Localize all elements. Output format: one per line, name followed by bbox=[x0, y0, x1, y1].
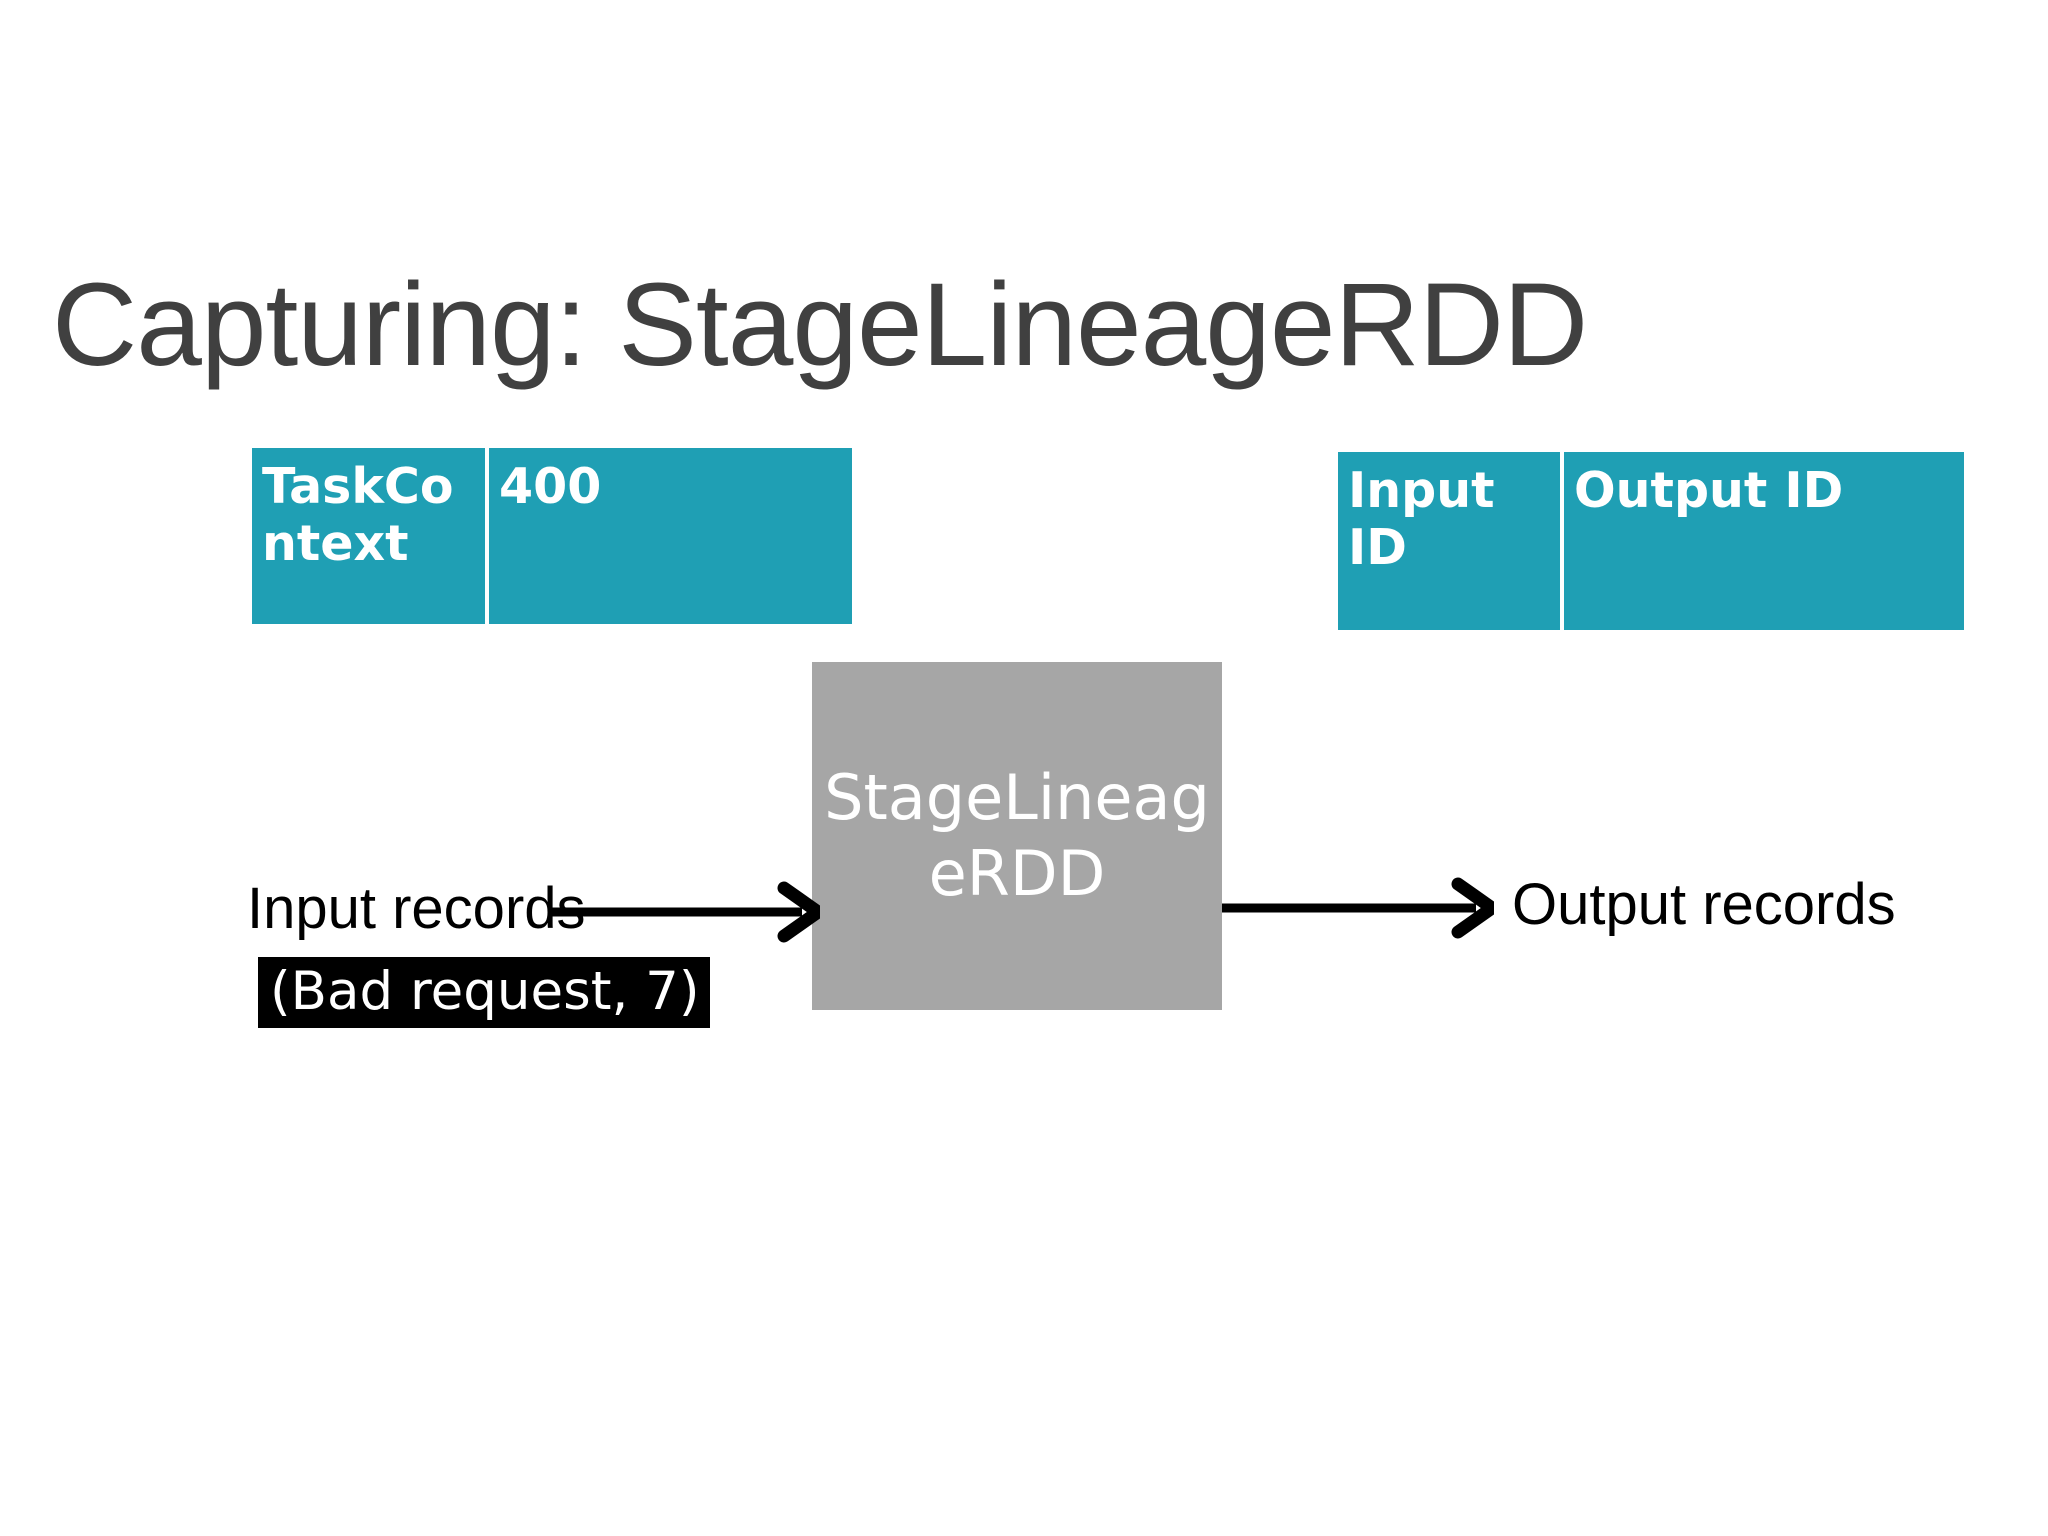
lineage-id-table: Input ID Output ID bbox=[1338, 452, 1964, 630]
stage-lineage-rdd-box: StageLineageRDD bbox=[812, 662, 1222, 1010]
input-id-cell: Input ID bbox=[1338, 452, 1560, 630]
page-title: Capturing: StageLineageRDD bbox=[52, 259, 1588, 391]
output-id-cell: Output ID bbox=[1564, 452, 1964, 630]
input-records-label: Input records bbox=[247, 876, 586, 941]
arrow-right-icon-input bbox=[552, 881, 820, 943]
output-records-label: Output records bbox=[1512, 872, 1896, 937]
input-record-highlight: (Bad request, 7) bbox=[258, 957, 710, 1028]
task-context-table: TaskContext 400 bbox=[252, 448, 852, 624]
task-context-key-cell: TaskContext bbox=[252, 448, 485, 624]
task-context-value-cell: 400 bbox=[489, 448, 852, 624]
arrow-right-icon-output bbox=[1222, 877, 1494, 939]
